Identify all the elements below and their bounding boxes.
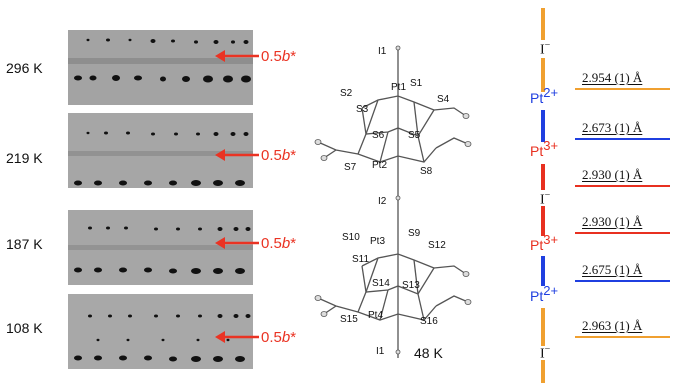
crystal-structure-diagram: I1 Pt1 S1 S2 S3 S4 S6 S5 S7 Pt2 S8 I2 S9…: [296, 38, 486, 358]
atom-label: S7: [344, 162, 357, 173]
distance-underline: [575, 88, 670, 90]
half-reciprocal-b-label: 0.5b*: [261, 329, 297, 346]
atom-label: Pt3: [370, 236, 386, 247]
atom-label: I1: [376, 346, 385, 357]
atom-label: S11: [352, 254, 370, 265]
platinum-ion: Pt3+: [530, 138, 559, 159]
atom-label: S13: [402, 280, 420, 291]
molecule-drawing: [314, 45, 472, 358]
atom-label: I2: [378, 196, 387, 207]
bond-segment: [541, 308, 545, 346]
bond-segment: [541, 58, 545, 92]
arrow-icon: [215, 149, 259, 161]
atom-label: S4: [437, 94, 450, 105]
bond-segment: [541, 206, 545, 236]
atom-label: Pt4: [368, 310, 384, 321]
diffraction-pattern: [68, 30, 253, 105]
bond-segment: [541, 360, 545, 383]
diffraction-pattern: [68, 113, 253, 188]
diffraction-panel-108k: [68, 294, 253, 369]
atom-label: I1: [378, 46, 387, 57]
diffraction-pattern: [68, 294, 253, 369]
atom-label: S9: [408, 228, 421, 239]
bond-segment: [541, 164, 545, 190]
iodide-ion: I−: [540, 190, 551, 208]
arrow-icon: [215, 50, 259, 62]
distance-underline: [575, 232, 670, 234]
diffraction-pattern: [68, 210, 253, 285]
platinum-ion: Pt2+: [530, 85, 559, 106]
iodide-ion: I−: [540, 40, 551, 58]
atom-label: S8: [420, 166, 433, 177]
distance-underline: [575, 336, 670, 338]
platinum-ion: Pt2+: [530, 283, 559, 304]
atom-label: S10: [342, 232, 360, 243]
bond-segment: [541, 256, 545, 286]
atom-label: S5: [408, 130, 421, 141]
half-reciprocal-b-label: 0.5b*: [261, 147, 297, 164]
structure-temperature-label: 48 K: [414, 345, 443, 361]
half-reciprocal-b-label: 0.5b*: [261, 48, 297, 65]
arrow-icon: [215, 237, 259, 249]
atom-label: S12: [428, 240, 446, 251]
diffraction-panel-219k: [68, 113, 253, 188]
bond-segment: [541, 8, 545, 40]
atom-label: S2: [340, 88, 353, 99]
temperature-label: 296 K: [6, 60, 43, 76]
diffraction-panel-187k: [68, 210, 253, 285]
temperature-label: 187 K: [6, 236, 43, 252]
distance-underline: [575, 280, 670, 282]
distance-underline: [575, 185, 670, 187]
atom-label: S15: [340, 314, 358, 325]
atom-label: Pt2: [372, 160, 388, 171]
bond-distance: 2.954 (1) Å: [582, 70, 643, 85]
bond-distance: 2.673 (1) Å: [582, 120, 643, 135]
atom-label: S16: [420, 316, 438, 327]
atom-label: S6: [372, 130, 385, 141]
arrow-icon: [215, 331, 259, 343]
bond-segment: [541, 110, 545, 142]
bond-distance: 2.930 (1) Å: [582, 167, 643, 182]
distance-underline: [575, 138, 670, 140]
temperature-label: 219 K: [6, 150, 43, 166]
half-reciprocal-b-label: 0.5b*: [261, 235, 297, 252]
atom-label: Pt1: [391, 82, 407, 93]
diffraction-panel-296k: [68, 30, 253, 105]
platinum-ion: Pt3+: [530, 232, 559, 253]
temperature-label: 108 K: [6, 320, 43, 336]
bond-distance: 2.930 (1) Å: [582, 214, 643, 229]
bond-distance: 2.675 (1) Å: [582, 262, 643, 277]
atom-label: S1: [410, 78, 423, 89]
atom-label: S14: [372, 278, 390, 289]
iodide-ion: I−: [540, 344, 551, 362]
atom-label: S3: [356, 104, 369, 115]
bond-distance: 2.963 (1) Å: [582, 318, 643, 333]
